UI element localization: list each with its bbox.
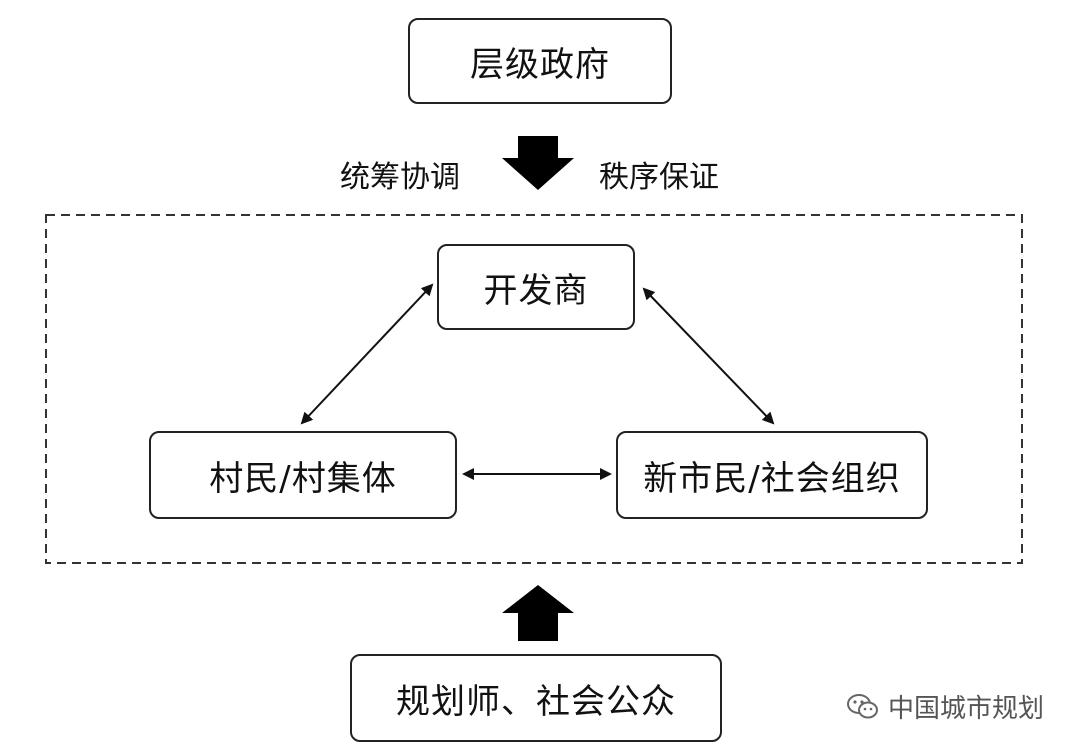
dashed-group-frame	[45, 214, 1023, 564]
watermark: 中国城市规划	[846, 688, 1044, 725]
wechat-icon	[846, 693, 878, 718]
developer-box: 开发商	[437, 244, 635, 330]
new-residents-box: 新市民/社会组织	[616, 431, 928, 519]
government-box: 层级政府	[408, 18, 672, 104]
order-label: 秩序保证	[599, 160, 719, 195]
arrow-developer-new-residents	[642, 287, 775, 425]
villagers-box: 村民/村集体	[149, 431, 457, 519]
up-block-arrow	[502, 585, 574, 641]
watermark-text: 中国城市规划	[887, 694, 1044, 724]
planners-box: 规划师、社会公众	[350, 654, 722, 742]
arrow-villagers-developer	[300, 283, 434, 425]
coordinate-label: 统筹协调	[340, 160, 460, 195]
down-block-arrow	[502, 136, 574, 190]
